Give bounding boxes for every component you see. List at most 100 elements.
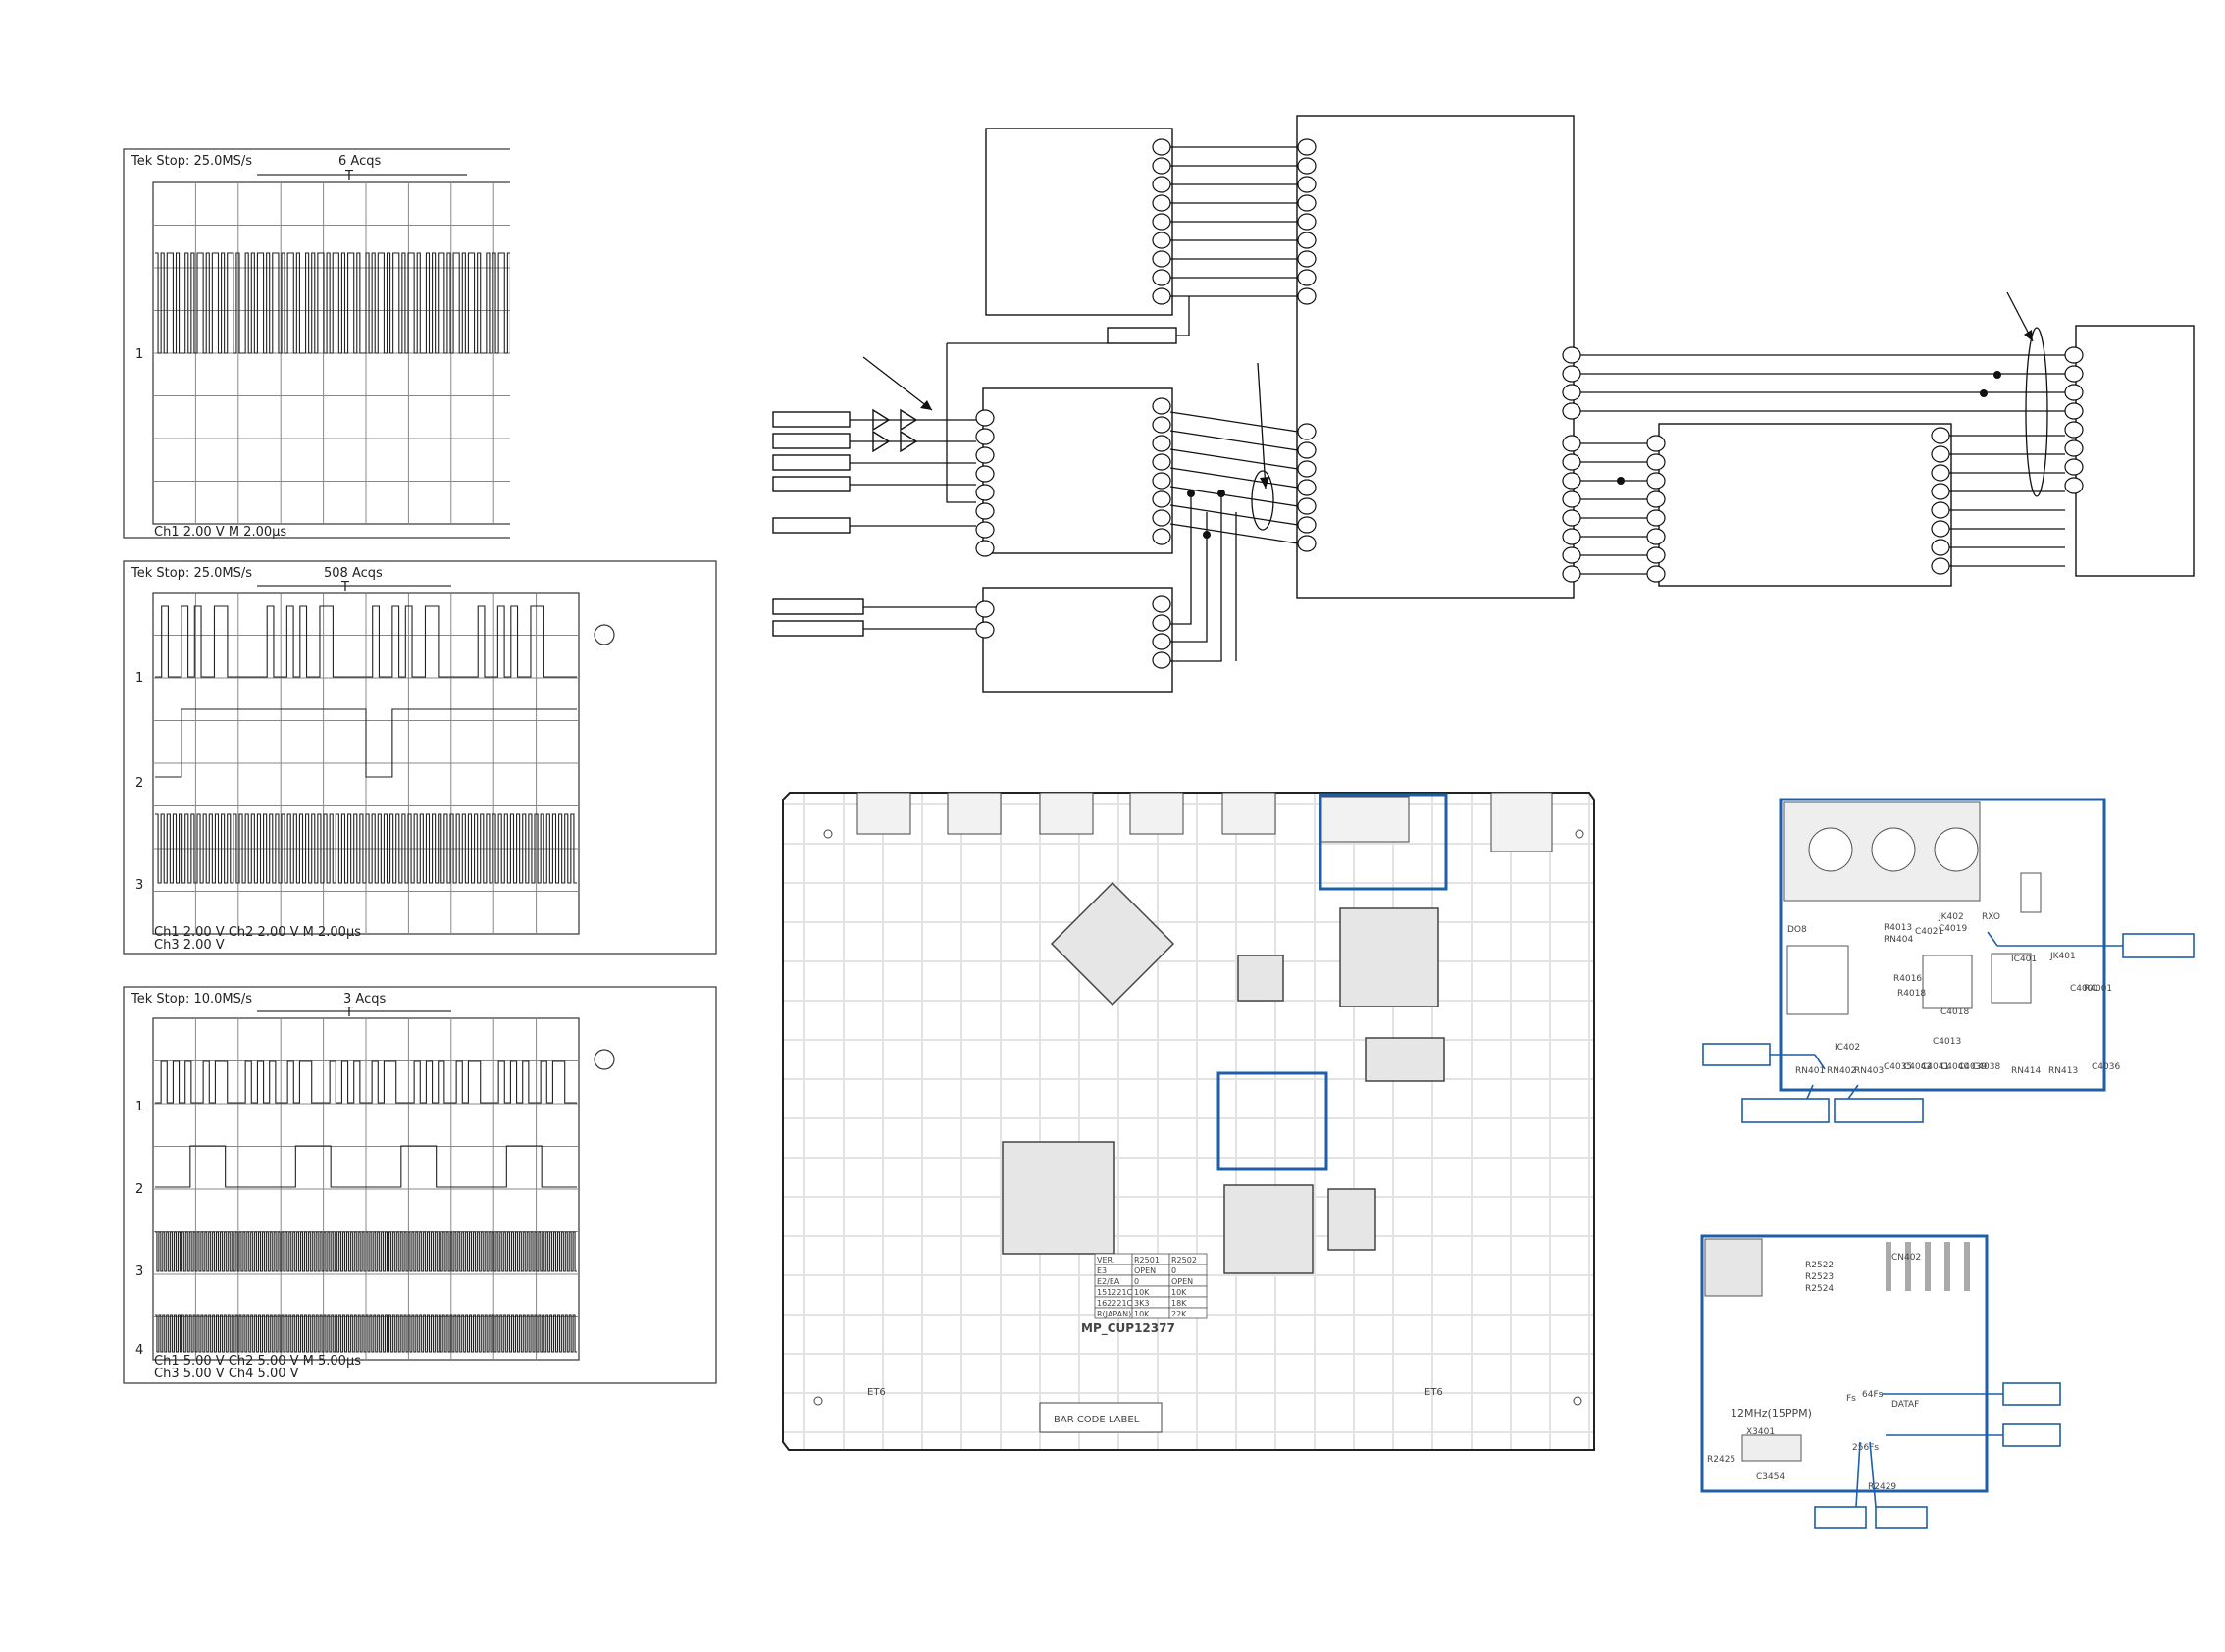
pin [1297, 232, 1317, 249]
wire [1170, 512, 1208, 643]
version-table-text: E2/EA [1097, 1277, 1120, 1286]
pcb-zoom-box-center [1216, 1071, 1328, 1171]
detail-top-art [1783, 801, 2042, 1015]
pin [1562, 435, 1581, 452]
version-table-text: 0 [1134, 1277, 1139, 1286]
scope-3-ch2-marker: 2 [135, 1182, 143, 1197]
pin [1297, 138, 1317, 156]
detail-bottom-tags [1814, 1382, 2061, 1529]
pin [1152, 176, 1171, 193]
scope-3-ch4-marker: 4 [135, 1343, 143, 1358]
pcb-et-label-2: ET6 [1424, 1387, 1443, 1398]
detail-top-tags [1702, 931, 2195, 1123]
bar-code-label-text: BAR CODE LABEL [1054, 1415, 1140, 1425]
pcb-top-connectors [856, 792, 1553, 852]
component-label: RN403 [1854, 1066, 1884, 1076]
scope-3-ch3-waveform [155, 1231, 577, 1272]
pin [1152, 213, 1171, 231]
pin [975, 484, 995, 501]
pin [1562, 490, 1581, 508]
scope-2: Tek Stop: 25.0MS/s 508 Acqs T 1 2 3 Ch1 … [123, 560, 717, 955]
component-label: RN401 [1795, 1066, 1825, 1076]
scope-2-ch3-marker: 3 [135, 878, 143, 893]
detail-top-frame [1779, 798, 2106, 1092]
component-label: R2425 [1707, 1455, 1735, 1465]
pin [1152, 397, 1171, 415]
component-label: C4039 [1958, 1062, 1987, 1072]
component-label: C4042 [1903, 1062, 1932, 1072]
version-table-text: 10K [1134, 1310, 1150, 1318]
scope-panels: Tek Stop: 25.0MS/s 6 Acqs T 1 Ch1 2.00 V… [123, 148, 510, 540]
scope-2-ch1-marker: 1 [135, 671, 143, 686]
pin [1562, 402, 1581, 420]
wire [1169, 430, 1299, 451]
scope-1-trigger: T [344, 169, 353, 183]
version-table-text: 10K [1171, 1288, 1187, 1297]
pin [1646, 453, 1666, 471]
component-label: DO8 [1787, 925, 1807, 935]
pin [1152, 138, 1171, 156]
junction-dot [1980, 389, 1988, 397]
scope-1-ch1-waveform [155, 252, 510, 354]
bar-code-label-box [1039, 1402, 1163, 1433]
version-table-text: R2502 [1171, 1256, 1197, 1265]
component-label: R2429 [1868, 1482, 1896, 1492]
component-label: RN414 [2011, 1066, 2041, 1076]
scope-3-ch2-waveform [155, 1145, 577, 1188]
junction-dot [1617, 477, 1625, 485]
wire [1176, 296, 1190, 336]
pin [1152, 633, 1171, 650]
scope-3-ch1-waveform [155, 1060, 577, 1104]
scope-1-header: Tek Stop: 25.0MS/s [130, 154, 252, 169]
pin [1931, 445, 1950, 463]
scope-panels-full: Tek Stop: 25.0MS/s 508 Acqs T 1 2 3 Ch1 … [123, 560, 717, 1384]
wire [1169, 504, 1299, 526]
pin [1152, 435, 1171, 452]
component-label: DATAF [1891, 1400, 1919, 1410]
pin [1931, 501, 1950, 519]
version-table-text: 18K [1171, 1299, 1187, 1308]
component-label: 12MHz(15PPM) [1731, 1407, 1812, 1420]
wire [1169, 411, 1299, 433]
component-label: IC401 [2011, 955, 2037, 964]
pin [975, 600, 995, 618]
pin [975, 446, 995, 464]
pin [1646, 472, 1666, 490]
component-label: R4001 [2084, 984, 2112, 994]
pin [2064, 402, 2084, 420]
block-top-left [985, 128, 1173, 316]
version-table-text: 0 [1171, 1266, 1176, 1275]
component-label: C4040 [1940, 1062, 1969, 1072]
component-label: RN413 [2048, 1066, 2078, 1076]
scope-1-acqs: 6 Acqs [338, 154, 381, 169]
pin [1152, 472, 1171, 490]
version-table-text: E3 [1097, 1266, 1107, 1275]
pin [1152, 509, 1171, 527]
component-label: RN404 [1884, 935, 1913, 945]
component-label: R4016 [1893, 974, 1922, 984]
pin [1297, 516, 1317, 534]
pin [975, 621, 995, 639]
pin [1931, 539, 1950, 556]
pin [1297, 250, 1317, 268]
block-far-right [2075, 325, 2195, 577]
diagram-pins [975, 138, 2084, 669]
pin [1562, 453, 1581, 471]
pin [1297, 157, 1317, 175]
component-label: CN402 [1891, 1253, 1921, 1263]
wire [946, 343, 976, 503]
pcb-chips [1002, 881, 1445, 1274]
pin [1152, 194, 1171, 212]
pin [1931, 557, 1950, 575]
wire [1169, 467, 1299, 489]
pin [1152, 651, 1171, 669]
wire [1170, 493, 1222, 662]
pin [1562, 546, 1581, 564]
pin [1152, 490, 1171, 508]
component-label: R2523 [1805, 1272, 1834, 1282]
component-label: C3454 [1756, 1472, 1785, 1482]
pin [975, 428, 995, 445]
pcb-zoom-box-top [1319, 793, 1448, 891]
scope-3-header: Tek Stop: 10.0MS/s [130, 992, 252, 1007]
